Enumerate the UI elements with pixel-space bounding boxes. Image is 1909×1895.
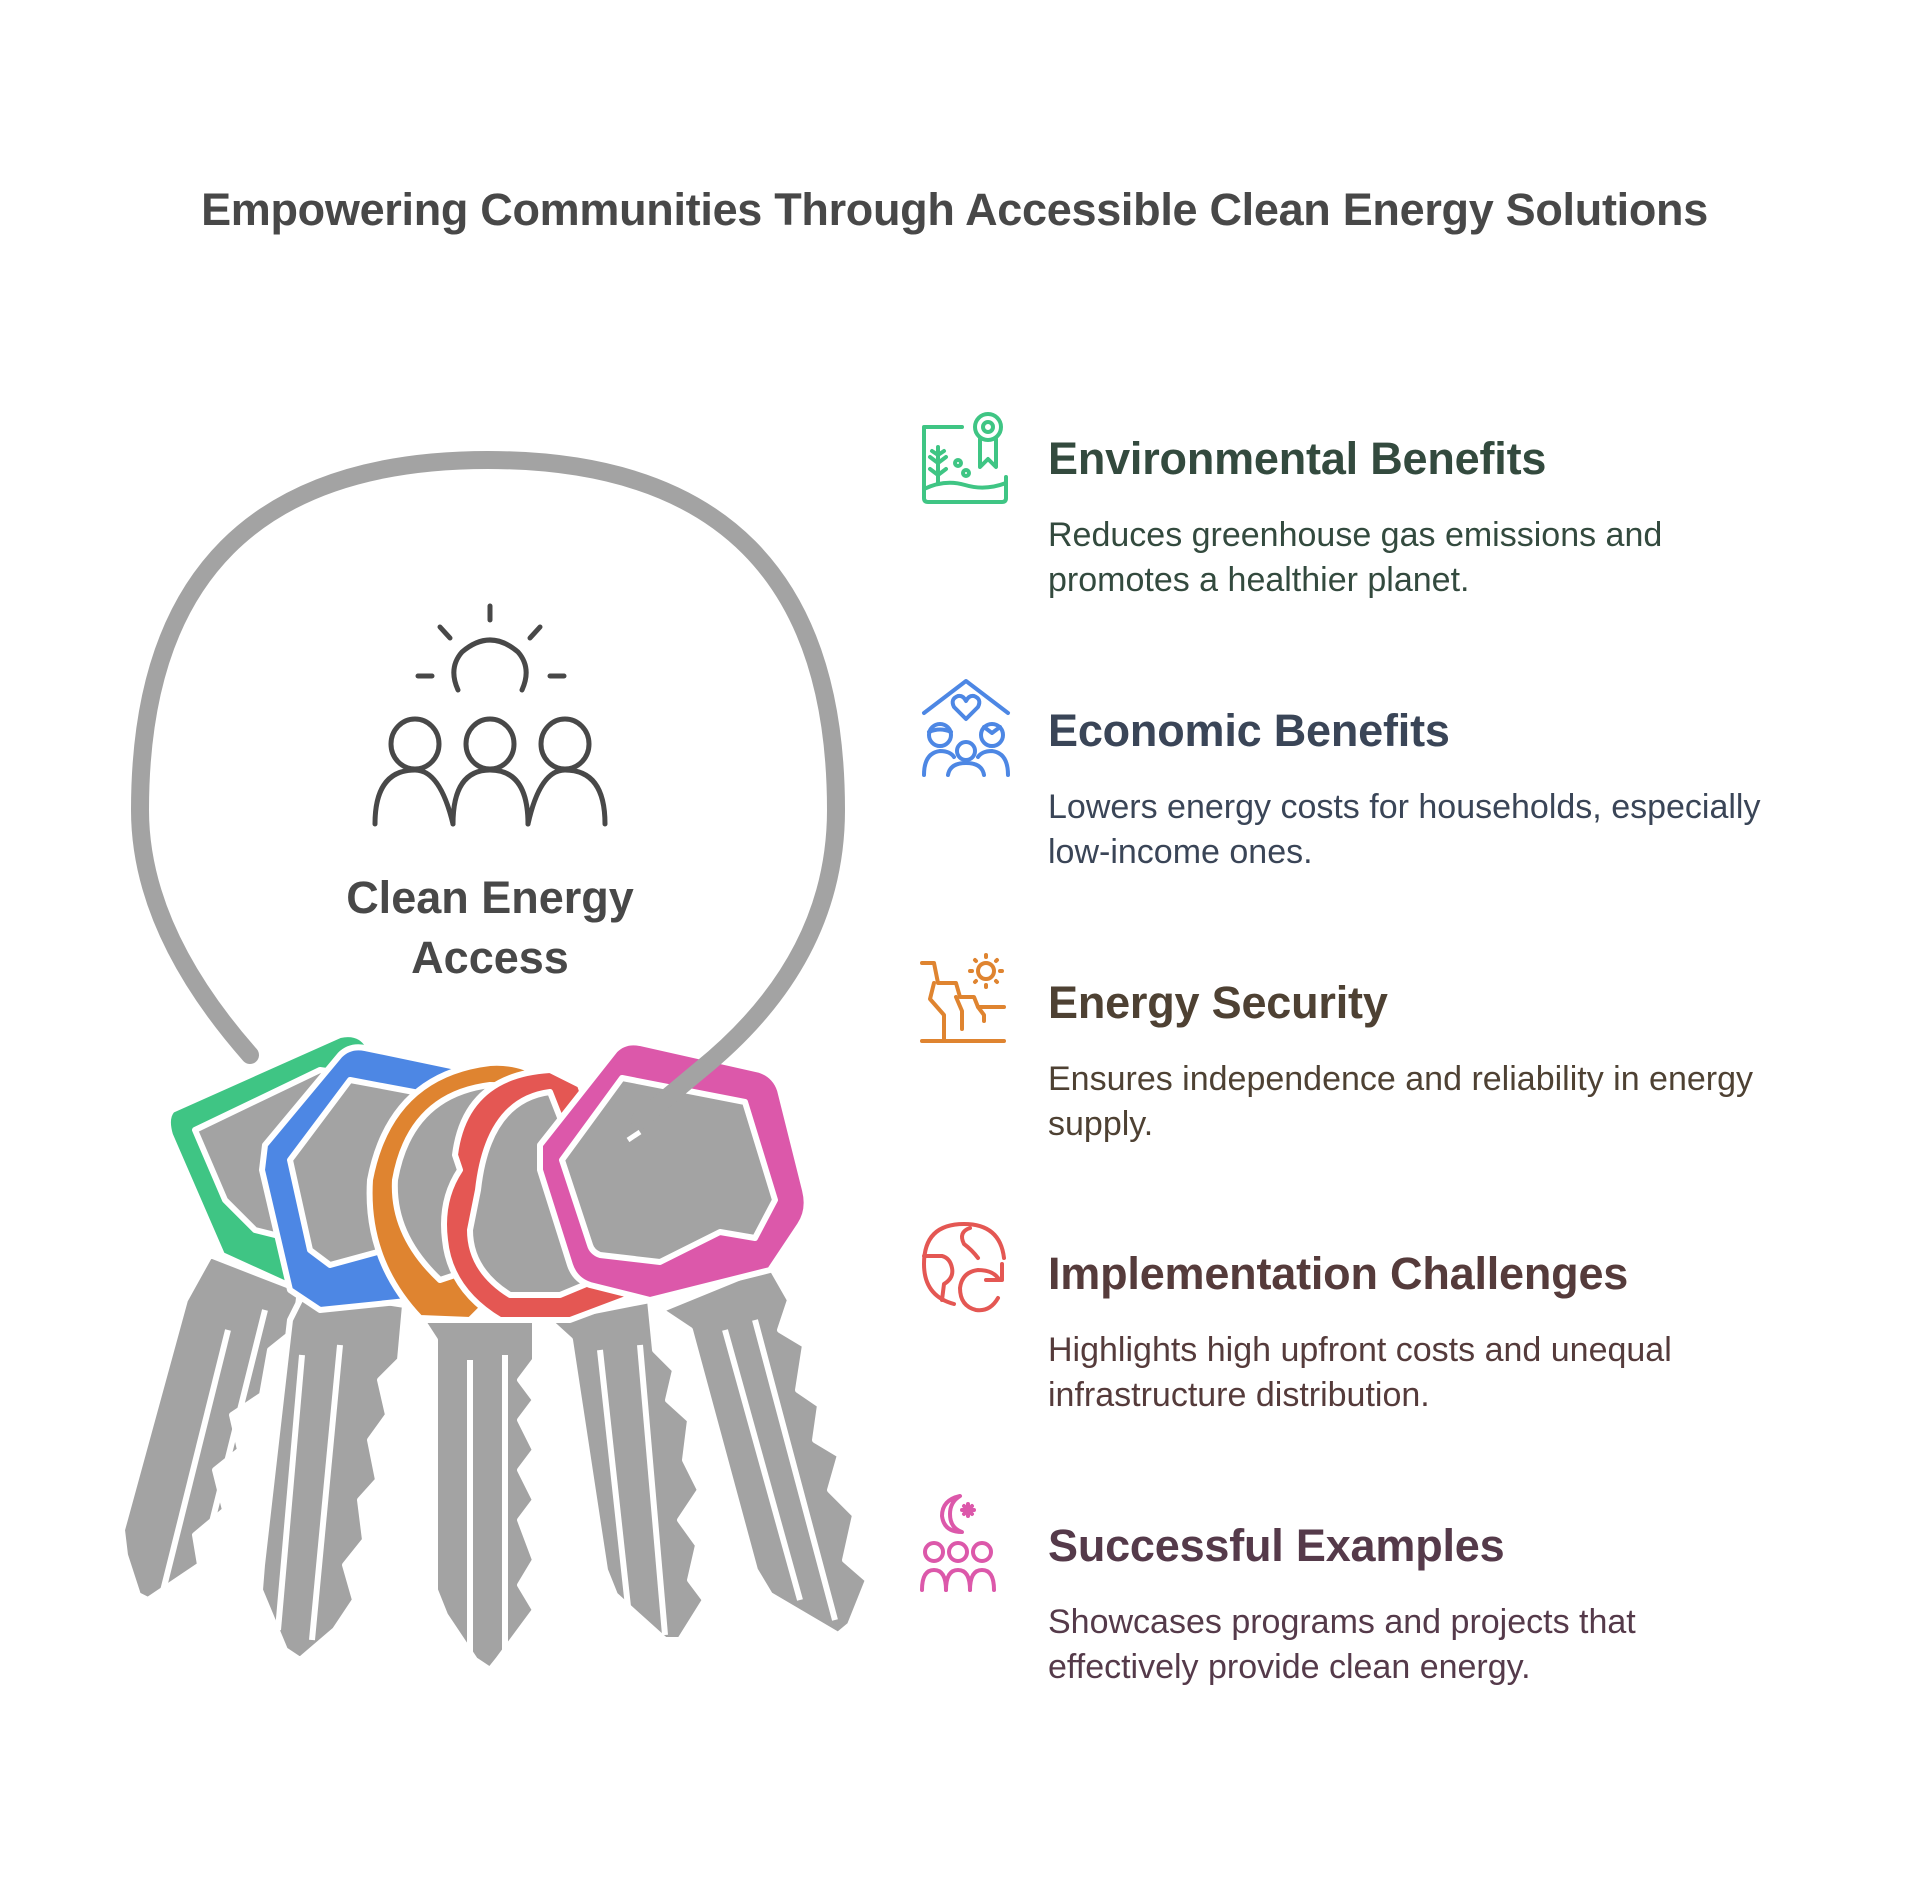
landscape-award-icon bbox=[922, 412, 1008, 504]
key-blades bbox=[119, 1252, 871, 1673]
item-heading: Successful Examples bbox=[1048, 1520, 1505, 1571]
item-heading: Economic Benefits bbox=[1048, 705, 1450, 756]
item-description: Lowers energy costs for households, espe… bbox=[1048, 788, 1761, 871]
cliff-sun-icon bbox=[920, 953, 1006, 1043]
item-heading: Environmental Benefits bbox=[1048, 433, 1547, 484]
community-night-icon bbox=[920, 1494, 996, 1592]
item-heading: Energy Security bbox=[1048, 977, 1388, 1028]
item-description: Highlights high upfront costs and unequa… bbox=[1048, 1331, 1672, 1414]
sun-over-community-icon bbox=[372, 603, 608, 827]
item-description: Showcases programs and projects that eff… bbox=[1048, 1603, 1636, 1686]
item-description: Ensures independence and reliability in … bbox=[1048, 1060, 1754, 1143]
key-ring-graphic bbox=[119, 450, 871, 1673]
page-title: Empowering Communities Through Accessibl… bbox=[201, 184, 1708, 235]
item-heading: Implementation Challenges bbox=[1048, 1248, 1629, 1299]
globe-refresh-icon bbox=[922, 1222, 1006, 1313]
item-description: Reduces greenhouse gas emissions and pro… bbox=[1048, 516, 1663, 599]
key-ring bbox=[130, 450, 846, 1129]
hub-label: Clean Energy Access bbox=[346, 872, 634, 983]
key-heads bbox=[164, 1031, 810, 1323]
family-home-icon bbox=[922, 679, 1010, 777]
